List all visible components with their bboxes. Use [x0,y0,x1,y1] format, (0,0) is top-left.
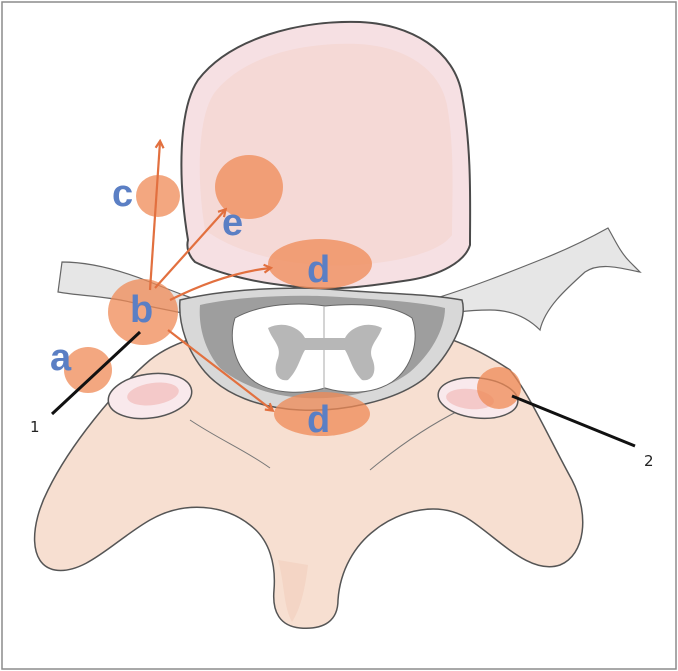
pointer-number-1: 1 [30,418,40,436]
region-b-highlight [108,279,178,345]
label-e: e [222,202,243,244]
label-a: a [50,337,72,379]
left-facet-inner [127,382,179,406]
region-e-highlight [215,155,283,219]
arrow-b-to-top [148,142,160,291]
pointer-line-2 [511,394,636,448]
arrow-b-to-d-lower [167,329,272,410]
right-nerve-root [429,227,642,332]
right-facet-highlight [477,367,521,409]
label-d-lower: d [307,399,330,441]
arrow-b-to-e [154,210,225,289]
pointer-number-2: 2 [644,452,654,470]
region-c-highlight [136,175,180,217]
label-b: b [130,289,153,331]
gray-matter [268,324,382,381]
label-c: c [112,173,133,215]
arch-crease-left [189,419,271,469]
arch-crease-right [369,409,461,471]
pointer-line-1 [50,330,142,416]
spinous-process-shading [278,560,308,622]
region-d-upper-highlight [268,239,372,289]
arrow-b-to-d-upper [169,268,270,301]
region-d-lower-highlight [274,392,370,436]
label-d-upper: d [307,249,330,291]
region-a-highlight [64,347,112,393]
